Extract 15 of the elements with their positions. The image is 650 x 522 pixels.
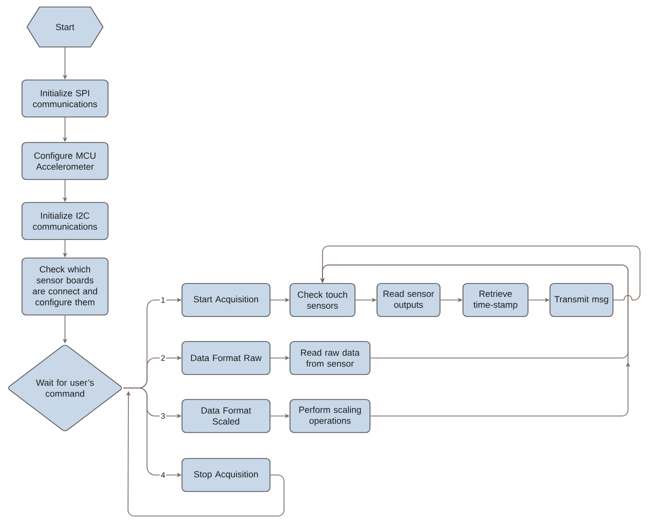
- process-box: Check touch sensors: [290, 283, 356, 317]
- process-box: Initialize I2C communications: [22, 202, 108, 240]
- process-box: Check which sensor boards are connect and configure them: [22, 258, 108, 316]
- process-box: Configure MCU Accelerometer: [22, 142, 108, 180]
- process-box: Data Format Raw: [182, 341, 270, 375]
- hexagon-node: Start: [26, 6, 104, 48]
- process-box: Start Acquisition: [182, 283, 270, 317]
- process-box: Read raw data from sensor: [290, 341, 370, 375]
- process-box: Read sensor outputs: [376, 283, 440, 317]
- process-box: Transmit msg: [550, 283, 614, 317]
- process-box: Perform scaling operations: [290, 399, 370, 433]
- process-box: Data Format Scaled: [182, 399, 270, 433]
- process-box: Retrieve time-stamp: [462, 283, 528, 317]
- process-box: Stop Acquisition: [182, 458, 270, 492]
- process-box: Initialize SPI communications: [22, 80, 108, 118]
